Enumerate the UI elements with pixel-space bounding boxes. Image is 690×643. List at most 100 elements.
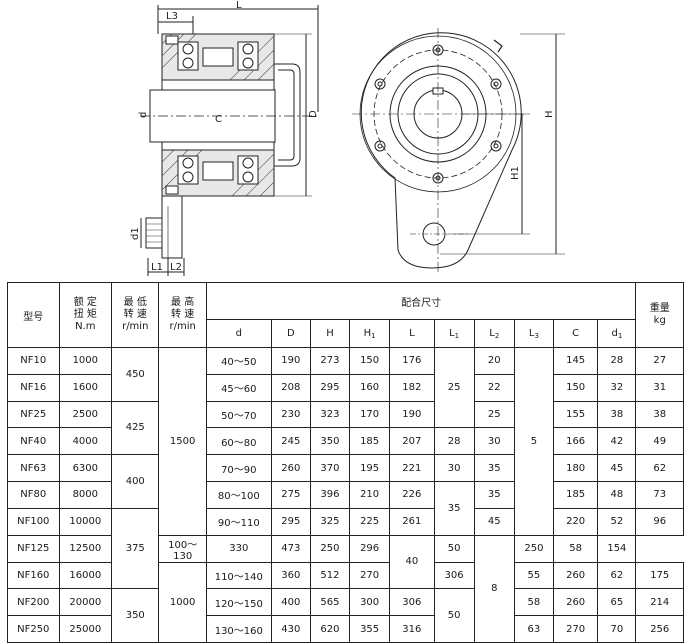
cell-C: 150 [552, 373, 599, 402]
cell-model: NF125 [7, 534, 60, 563]
cell-d1: 45 [597, 454, 637, 482]
cell-max-speed: 1000 [158, 561, 207, 643]
cell-L1: 40 [389, 534, 435, 590]
cell-L1: 35 [433, 480, 475, 536]
table-row: NF200 20000 350 120～150 400 565 300 306 … [7, 588, 684, 643]
cell-d1: 58 [552, 534, 599, 563]
cell-C: 220 [552, 507, 599, 536]
cell-L: 207 [389, 427, 435, 456]
cell-C: 260 [552, 588, 599, 617]
cell-H1: 160 [349, 373, 391, 402]
dim-label-H1: H1 [510, 166, 521, 180]
table-row: NF250 25000 130～160 430 620 355 316 63 2… [7, 615, 684, 643]
cell-L: 261 [389, 507, 435, 536]
cell-model: NF200 [7, 588, 60, 617]
cell-L: 306 [433, 561, 475, 590]
cell-model: NF40 [7, 427, 60, 456]
cell-kg: 27 [635, 347, 684, 375]
cell-L3: 8 [473, 534, 515, 643]
cell-min-speed: 350 [111, 588, 160, 643]
cell-D: 245 [270, 427, 311, 456]
dim-label-L2: L2 [170, 262, 182, 273]
front-view [352, 28, 565, 272]
cell-model: NF63 [7, 454, 60, 482]
cell-D: 275 [270, 480, 311, 509]
cell-H: 295 [309, 373, 351, 402]
cell-C: 166 [552, 427, 599, 456]
cell-model: NF25 [7, 400, 60, 429]
cell-H1: 185 [349, 427, 391, 456]
cell-L: 221 [389, 454, 435, 482]
cell-L: 306 [389, 588, 435, 617]
cell-D: 295 [270, 507, 311, 536]
cell-H: 350 [309, 427, 351, 456]
cell-d1: 38 [597, 400, 637, 429]
cell-torque: 16000 [58, 561, 113, 590]
cell-L2: 63 [513, 615, 554, 643]
cell-d: 130～160 [205, 615, 272, 643]
cell-L2: 35 [473, 454, 515, 482]
cell-L: 182 [389, 373, 435, 402]
cell-H: 565 [309, 588, 351, 617]
cell-torque: 20000 [58, 588, 113, 617]
cell-D: 360 [270, 561, 311, 590]
cell-d: 50～70 [205, 400, 272, 429]
cell-H1: 170 [349, 400, 391, 429]
cell-L2: 58 [513, 588, 554, 617]
cell-kg: 96 [635, 507, 684, 536]
cell-L1: 25 [433, 346, 475, 429]
dim-label-d1: d1 [130, 227, 141, 240]
cell-L2: 45 [473, 507, 515, 536]
cell-min-speed: 375 [111, 507, 160, 590]
cell-d: 100～130 [158, 534, 207, 563]
cell-L3: 5 [513, 347, 554, 536]
dim-label-H: H [544, 110, 555, 118]
cell-L2: 20 [473, 347, 515, 375]
cell-H1: 225 [349, 507, 391, 536]
cell-kg: 62 [635, 454, 684, 482]
cell-H1: 150 [349, 347, 391, 375]
cell-min-speed: 400 [111, 454, 160, 509]
cell-kg: 38 [635, 400, 684, 429]
cell-D: 330 [205, 534, 272, 563]
cell-H: 323 [309, 400, 351, 429]
cell-D: 230 [270, 400, 311, 429]
cell-L: 226 [389, 480, 435, 509]
cell-min-speed: 450 [111, 347, 160, 402]
cell-torque: 8000 [58, 480, 113, 509]
dim-label-D: D [308, 110, 319, 118]
header-fit-dims: 配合尺寸 [205, 282, 637, 320]
cell-H: 512 [309, 561, 351, 590]
cell-torque: 2500 [58, 400, 113, 429]
cell-C: 270 [552, 615, 599, 643]
cell-kg: 175 [635, 561, 684, 590]
cell-L2: 35 [473, 480, 515, 509]
cell-D: 400 [270, 588, 311, 617]
cell-D: 190 [270, 347, 311, 375]
cell-kg: 31 [635, 373, 684, 402]
header-L1: L1 [433, 319, 475, 348]
table-row: NF100 10000 375 90～110 295 325 225 261 4… [7, 507, 684, 590]
cell-H1: 210 [349, 480, 391, 509]
header-L: L [389, 319, 435, 348]
cell-d: 70～90 [205, 454, 272, 482]
cell-H1: 195 [349, 454, 391, 482]
cell-H1: 250 [309, 534, 351, 563]
cell-model: NF100 [7, 507, 60, 536]
dim-label-L: L [236, 0, 242, 11]
cell-d1: 62 [597, 561, 637, 590]
cell-d: 40～50 [205, 347, 272, 375]
cell-L1: 50 [433, 588, 475, 643]
header-L3: L3 [513, 319, 554, 348]
header-d: d [205, 319, 272, 348]
cell-d1: 42 [597, 427, 637, 456]
cell-C: 155 [552, 400, 599, 429]
table-row: NF63 6300 400 70～90 260 370 195 221 30 3… [7, 454, 684, 509]
cell-H: 370 [309, 454, 351, 482]
cell-H: 325 [309, 507, 351, 536]
cell-H: 620 [309, 615, 351, 643]
